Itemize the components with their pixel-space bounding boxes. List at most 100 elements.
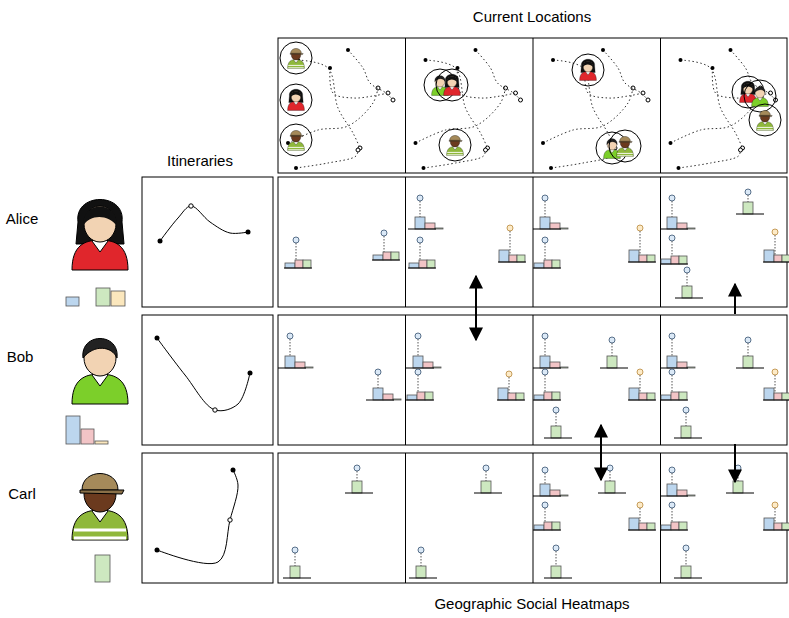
baseline (533, 400, 561, 401)
stop-dot (328, 66, 332, 70)
baseline (763, 530, 789, 531)
baseline (533, 268, 561, 269)
baseline (408, 229, 436, 230)
profile-bar (111, 291, 125, 306)
baseline (366, 400, 394, 401)
profile-bar (303, 260, 311, 268)
baseline (763, 262, 789, 263)
location-ring (280, 84, 312, 116)
profile-bar (295, 362, 305, 368)
panel-divider (533, 453, 534, 583)
profile-bar (671, 256, 679, 264)
profile-bar (774, 255, 782, 262)
profile-bar (667, 217, 677, 229)
profile-bar (550, 223, 560, 229)
stop-dot (155, 336, 160, 341)
stop-dot (231, 468, 236, 473)
exchange-arrow (600, 425, 602, 480)
profile-bar (423, 362, 433, 368)
person-icon (444, 74, 461, 95)
place-marker (553, 545, 559, 551)
baseline (409, 578, 437, 579)
profile-bar (66, 297, 79, 306)
profile-bar (629, 388, 639, 400)
panel-divider (660, 453, 661, 583)
baseline (544, 438, 572, 439)
profile-bar (560, 228, 568, 229)
baseline (278, 368, 306, 369)
profile-bar (498, 388, 508, 400)
person-icon (72, 339, 128, 405)
profile-bar (290, 566, 300, 578)
place-marker (669, 333, 675, 339)
stop-dot (346, 48, 350, 52)
profile-bar (550, 490, 560, 496)
profile-bar (661, 395, 671, 400)
place-marker (553, 407, 559, 413)
baseline (660, 400, 688, 401)
profile-bar (677, 223, 687, 229)
place-marker (637, 502, 643, 508)
stop-dot (248, 371, 253, 376)
profile-bar (534, 395, 544, 400)
profile-bar (764, 518, 774, 530)
profile-bar (499, 250, 509, 262)
baseline (406, 400, 434, 401)
profile-bar (782, 523, 789, 530)
location-panel-frame (278, 38, 787, 173)
profile-bar (647, 255, 655, 262)
location-ring (749, 104, 781, 136)
trail (543, 88, 633, 143)
stop-dot (729, 48, 733, 52)
baseline (675, 298, 703, 299)
itinerary-panel (142, 315, 273, 445)
profile-bar (679, 392, 687, 400)
panel-divider (405, 38, 406, 173)
profile-bar (534, 525, 544, 530)
profile-bar (416, 566, 426, 578)
place-marker (293, 237, 299, 243)
itinerary-panel (142, 453, 273, 583)
stop-dot (294, 166, 298, 170)
heatmap-panel (278, 453, 787, 583)
profile-bar (639, 393, 647, 400)
profile-bar (425, 223, 435, 229)
profile-bar (516, 393, 524, 400)
place-marker (417, 195, 423, 201)
trail (603, 50, 648, 100)
profile-bar (540, 484, 550, 496)
stop-dot (519, 98, 523, 102)
baseline (345, 493, 373, 494)
baseline (474, 493, 502, 494)
profile-bar (508, 393, 516, 400)
profile-bar (687, 367, 695, 368)
profile-bar (647, 523, 655, 530)
trail (553, 60, 615, 148)
profile-bar (551, 426, 561, 438)
place-marker (354, 465, 360, 471)
exchange-arrow (734, 284, 736, 314)
stop-dot (228, 518, 232, 522)
profile-bar (679, 522, 687, 530)
panel-divider (533, 315, 534, 445)
profile-bar (544, 522, 552, 530)
profile-bar (305, 367, 313, 368)
stop-dot (189, 204, 193, 208)
baseline (544, 578, 572, 579)
panel-divider (660, 177, 661, 307)
profile-bar (671, 522, 679, 530)
profile-bar (415, 217, 425, 229)
person-icon (72, 200, 128, 271)
profile-bar (534, 263, 544, 268)
place-marker (669, 502, 675, 508)
profile-bar (681, 566, 691, 578)
profile-bar (435, 228, 443, 229)
person-icon (752, 87, 769, 107)
column-heading: Itineraries (167, 152, 233, 169)
place-marker (375, 369, 381, 375)
location-ring (609, 130, 641, 162)
profile-bar (81, 429, 94, 444)
trail (679, 150, 741, 168)
profile-bar (419, 260, 427, 268)
stop-dot (711, 66, 715, 70)
